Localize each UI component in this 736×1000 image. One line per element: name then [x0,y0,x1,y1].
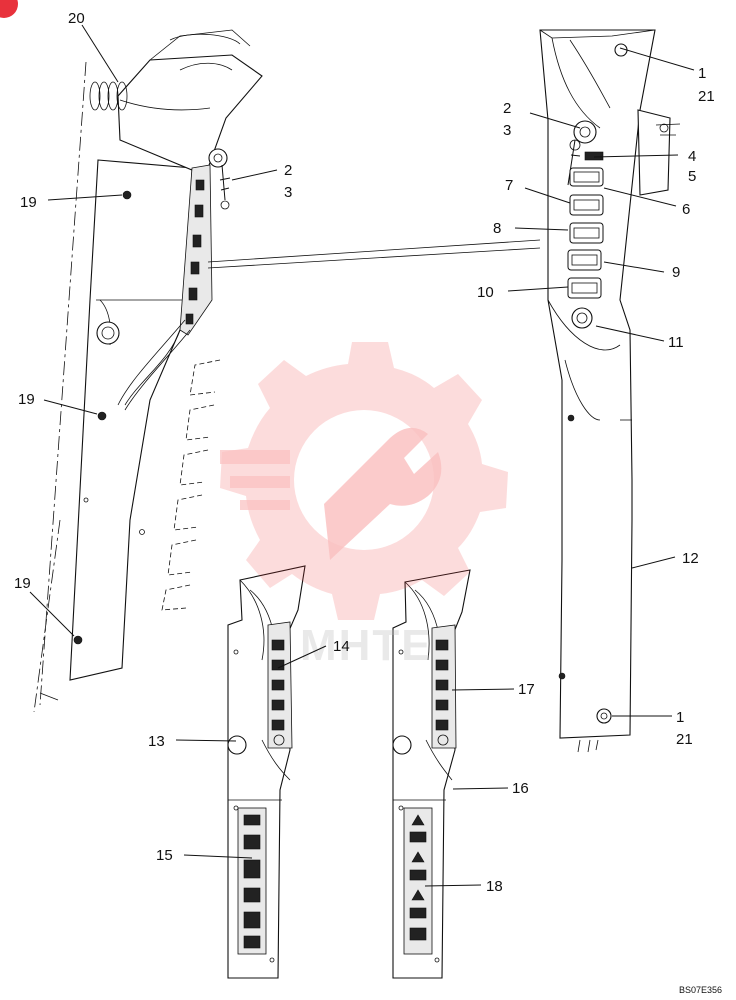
figure-code: BS07E356 [679,985,722,995]
corner-badge [0,0,18,18]
callout-16: 16 [512,780,529,797]
callout-12: 12 [682,550,699,567]
callout-18: 18 [486,878,503,895]
callout-labels: 1 21 2 3 4 5 6 7 8 9 10 11 12 1 21 2 3 2… [14,10,715,895]
callout-19-upper: 19 [20,194,37,211]
callout-10: 10 [477,284,494,301]
left-pillar-view [33,29,263,713]
callout-9: 9 [672,264,680,281]
callout-7: 7 [505,177,513,194]
watermark-gear: МНТЕ [220,342,508,670]
callout-3-left: 3 [284,184,292,201]
callout-19-lower: 19 [14,575,31,592]
callout-20: 20 [68,10,85,27]
panel-variant-a [227,565,306,979]
right-pillar-view [539,29,681,753]
callout-21-bottom: 21 [676,731,693,748]
callout-1-top: 1 [698,65,706,82]
callout-2-right: 2 [503,100,511,117]
callout-21-top: 21 [698,88,715,105]
callout-4: 4 [688,148,696,165]
callout-8: 8 [493,220,501,237]
callout-3-right: 3 [503,122,511,139]
callout-5: 5 [688,168,696,185]
callout-11: 11 [668,334,684,351]
callout-19-middle: 19 [18,391,35,408]
watermark-text: МНТЕ [300,621,433,670]
callout-17: 17 [518,681,535,698]
callout-13: 13 [148,733,165,750]
callout-15: 15 [156,847,173,864]
panel-variant-b [392,569,471,979]
callout-14: 14 [333,638,350,655]
callout-1-bottom: 1 [676,709,684,726]
callout-6: 6 [682,201,690,218]
callout-2-left: 2 [284,162,292,179]
leader-lines [29,24,695,887]
